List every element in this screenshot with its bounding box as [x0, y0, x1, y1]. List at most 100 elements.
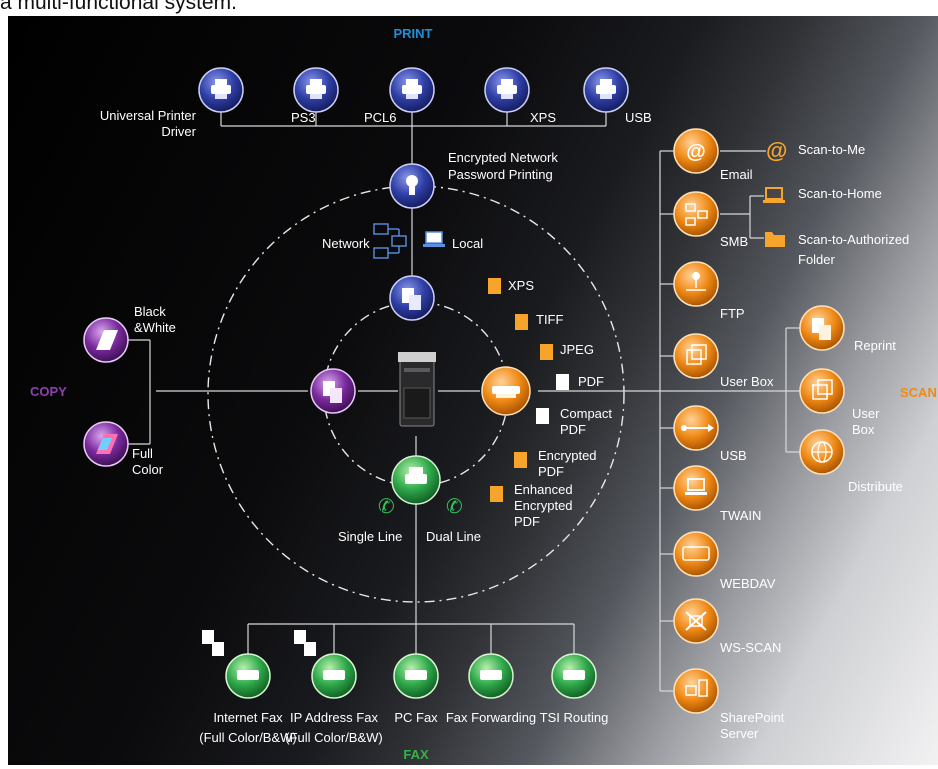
diagram-panel: PRINT COPY SCAN FAX — [8, 16, 938, 765]
scan-webdav-node: WEBDAV — [673, 531, 776, 591]
fax-forwarding-node: Fax Forwarding — [446, 653, 536, 725]
universal-driver-label-2: Driver — [161, 124, 196, 139]
email-label: Email — [720, 167, 753, 182]
webdav-label: WEBDAV — [720, 576, 776, 591]
scan-sharepoint-node: SharePoint Server — [673, 668, 785, 741]
box-icon — [799, 368, 845, 414]
scan-hub-node — [481, 366, 531, 416]
format-xps: XPS — [508, 278, 534, 293]
color-doc-icon — [202, 630, 214, 644]
ps3-label: PS3 — [291, 110, 316, 125]
print-hub-node — [389, 275, 435, 321]
laptop-icon — [423, 231, 445, 247]
format-tiff: TIFF — [536, 312, 563, 327]
network-icon — [373, 223, 407, 259]
print-driver-ps3: PS3 — [291, 67, 339, 125]
top-caption: a multi-functional system. — [0, 0, 237, 14]
scan-heading: SCAN — [900, 385, 937, 400]
fax-heading: FAX — [403, 747, 429, 762]
connector-lines — [106, 111, 800, 692]
usb-label: USB — [720, 448, 747, 463]
folder-icon — [765, 232, 785, 247]
fax-ip-address-node: IP Address Fax (Full Color/B&W) — [285, 630, 383, 745]
network-icon — [673, 191, 719, 237]
secure-print-line2: Password Printing — [448, 167, 553, 182]
box-user-label-1: User — [852, 406, 880, 421]
twain-label: TWAIN — [720, 508, 761, 523]
format-enhanced-encrypted: Encrypted — [514, 498, 573, 513]
xps-file-icon — [488, 278, 501, 294]
function-diagram: PRINT COPY SCAN FAX — [30, 26, 937, 762]
outer-dashed-ring — [207, 185, 625, 603]
encrypted-password-printing-node: Encrypted Network Password Printing — [389, 150, 558, 209]
copy-color-line1: Full — [132, 446, 153, 461]
fax-tsi-routing-node: TSI Routing — [540, 653, 609, 725]
fax-hub-node: ✆ ✆ Single Line Dual Line — [338, 455, 481, 544]
at-icon: @ — [766, 138, 787, 163]
encrypted-pdf-file-icon — [514, 452, 527, 468]
scan-authorized-label-2: Folder — [798, 252, 836, 267]
scan-to-me: @ Scan-to-Me — [766, 138, 865, 163]
network-label: Network — [322, 236, 370, 251]
mfp-device — [398, 352, 436, 427]
pc-fax-label: PC Fax — [394, 710, 438, 725]
tiff-file-icon — [515, 314, 528, 330]
tsi-routing-label: TSI Routing — [540, 710, 609, 725]
format-compact-pdf: PDF — [560, 422, 586, 437]
enhanced-pdf-file-icon — [490, 486, 503, 502]
print-driver-pcl6: PCL6 — [364, 67, 435, 125]
format-jpeg: JPEG — [560, 342, 594, 357]
phone-icon: ✆ — [378, 496, 395, 518]
scan-to-home: Scan-to-Home — [763, 186, 882, 203]
at-icon — [673, 128, 719, 174]
local-label: Local — [452, 236, 483, 251]
laptop-icon — [765, 187, 783, 200]
print-heading: PRINT — [394, 26, 433, 41]
http-icon — [673, 531, 719, 577]
print-driver-usb: USB — [583, 67, 652, 125]
scan-userbox-node: User Box — [673, 333, 774, 389]
copy-bw-line1: Black — [134, 304, 166, 319]
scan-twain-node: TWAIN — [673, 465, 761, 523]
laptop-icon — [673, 465, 719, 511]
scan-to-authorized-folder: Scan-to-Authorized Folder — [765, 232, 909, 267]
copy-color-line2: Color — [132, 462, 164, 477]
copy-hub-node — [310, 368, 356, 414]
xps-driver-label: XPS — [530, 110, 556, 125]
smb-label: SMB — [720, 234, 748, 249]
distribute-label: Distribute — [848, 479, 903, 494]
scan-email-node: @ Email — [673, 128, 753, 182]
ws-scan-label: WS-SCAN — [720, 640, 781, 655]
svg-text:@: @ — [686, 141, 706, 163]
scan-to-home-label: Scan-to-Home — [798, 186, 882, 201]
ip-fax-label: IP Address Fax — [290, 710, 378, 725]
box-user-label-2: Box — [852, 422, 875, 437]
phone-icon: ✆ — [446, 496, 463, 518]
format-pdf: PDF — [578, 374, 604, 389]
scan-authorized-label-1: Scan-to-Authorized — [798, 232, 909, 247]
scan-to-me-label: Scan-to-Me — [798, 142, 865, 157]
format-encrypted-pdf: PDF — [538, 464, 564, 479]
box-reprint-node: Reprint — [799, 305, 896, 353]
fax-forwarding-label: Fax Forwarding — [446, 710, 536, 725]
print-driver-xps: XPS — [484, 67, 556, 125]
internet-fax-label-2: (Full Color/B&W) — [199, 730, 297, 745]
sharepoint-label: SharePoint — [720, 710, 785, 725]
scan-smb-node: SMB — [673, 191, 748, 249]
jpeg-file-icon — [540, 344, 553, 360]
color-doc-icon — [294, 630, 306, 644]
format-enhanced-pdf: PDF — [514, 514, 540, 529]
scan-usb-node: USB — [673, 405, 747, 463]
sharepoint-label-2: Server — [720, 726, 759, 741]
format-encrypted: Encrypted — [538, 448, 597, 463]
userbox-label: User Box — [720, 374, 774, 389]
copy-heading: COPY — [30, 384, 67, 399]
pdf-file-icon — [556, 374, 569, 390]
reprint-label: Reprint — [854, 338, 896, 353]
print-driver-universal: Universal Printer Driver — [100, 67, 244, 139]
single-line-label: Single Line — [338, 529, 402, 544]
box-distribute-node: Distribute — [799, 429, 903, 494]
format-list: XPS TIFF JPEG PDF Compact PDF Encrypted … — [488, 278, 612, 529]
pcl6-label: PCL6 — [364, 110, 397, 125]
copy-color-node: Full Color — [83, 421, 164, 477]
